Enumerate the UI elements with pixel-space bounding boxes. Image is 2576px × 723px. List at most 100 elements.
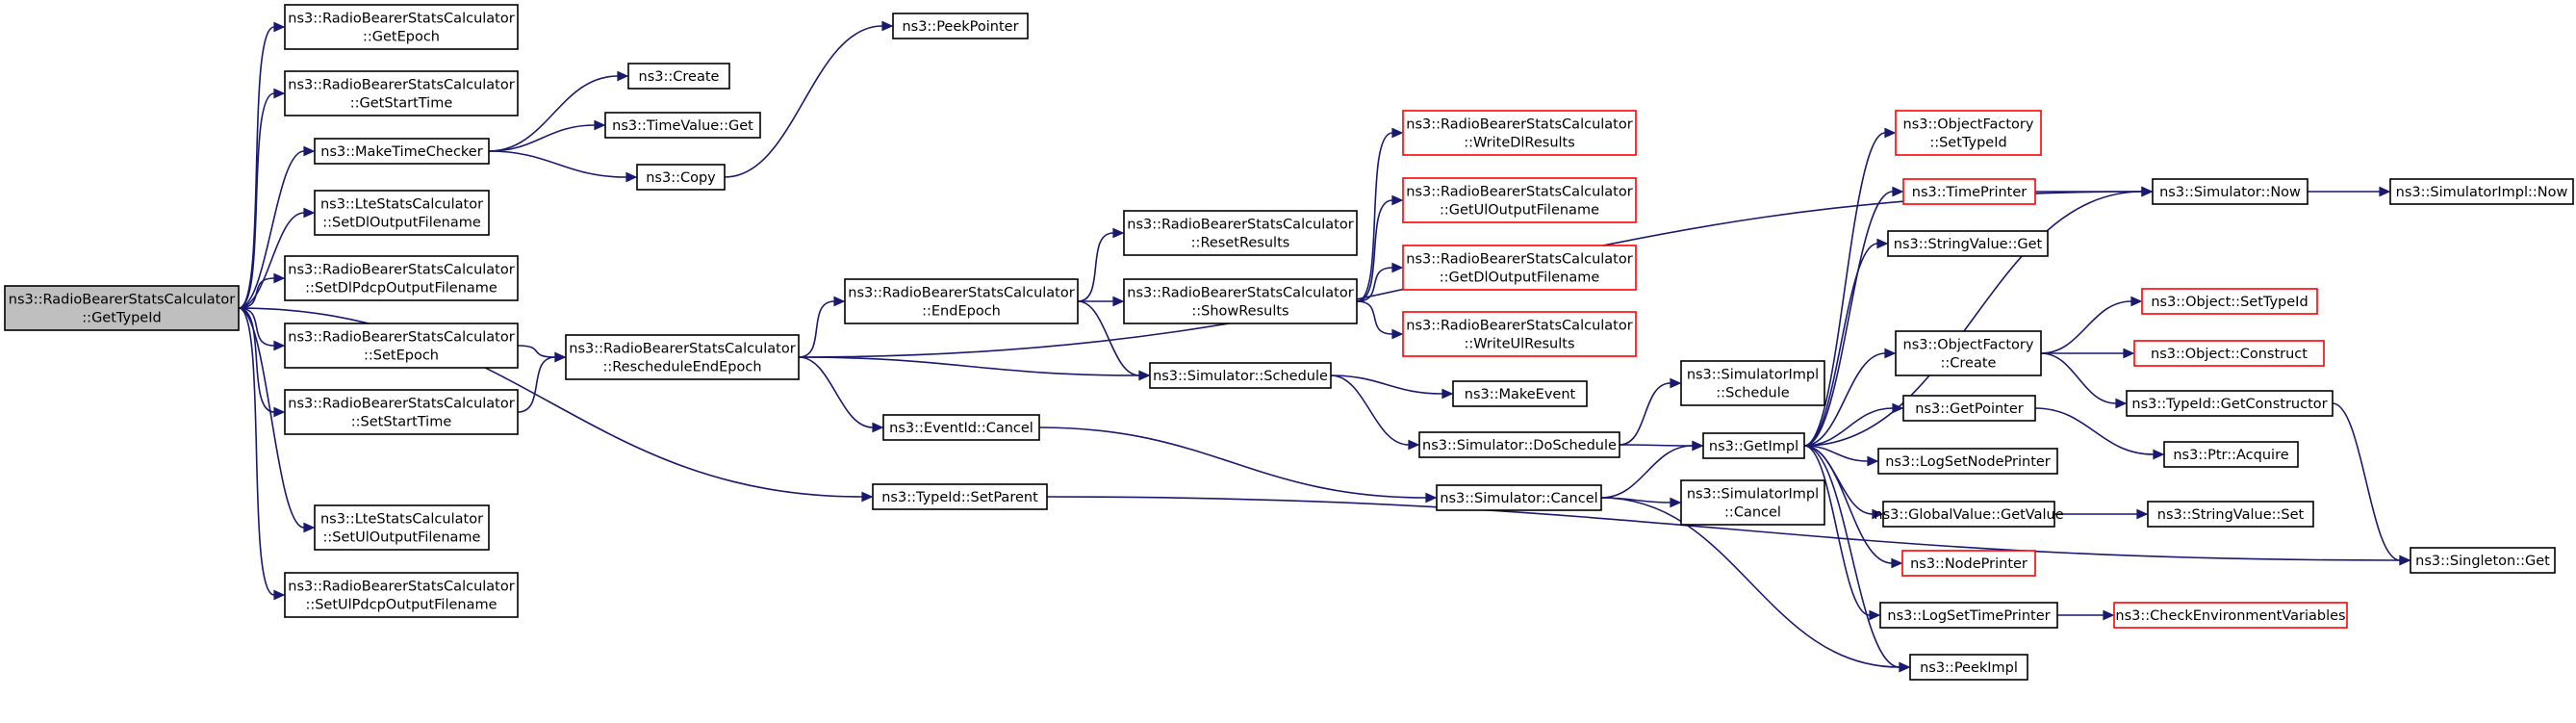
node-showresults[interactable]: ns3::RadioBearerStatsCalculator::ShowRes…: [1123, 278, 1358, 324]
edge-simcancel-to-simimplcancel: [1600, 497, 1682, 508]
node-setdlpdcp[interactable]: ns3::RadioBearerStatsCalculator::SetDlPd…: [284, 255, 519, 301]
node-box: [2389, 178, 2574, 205]
node-simimplcancel[interactable]: ns3::SimulatorImpl::Cancel: [1680, 479, 1825, 526]
node-simschedule[interactable]: ns3::Simulator::Schedule: [1149, 362, 1332, 389]
node-typeidsetparent[interactable]: ns3::TypeId::SetParent: [872, 483, 1048, 510]
arrowhead-icon: [625, 171, 638, 183]
node-box: [284, 255, 519, 301]
edge-line: [1356, 267, 1393, 302]
node-getdlout[interactable]: ns3::RadioBearerStatsCalculator::GetDlOu…: [1402, 245, 1637, 291]
edge-line: [1356, 300, 1393, 335]
node-timeprinter[interactable]: ns3::TimePrinter: [1902, 178, 2036, 205]
node-label: ::ShowResults: [1191, 304, 1288, 320]
node-getstarttime[interactable]: ns3::RadioBearerStatsCalculator::GetStar…: [284, 70, 519, 116]
node-ltesetdl[interactable]: ns3::LteStatsCalculator::SetDlOutputFile…: [314, 190, 490, 236]
node-checkenv[interactable]: ns3::CheckEnvironmentVariables: [2113, 602, 2348, 629]
edge-showresults-to-getdlout: [1356, 262, 1404, 302]
node-label: ns3::PeekPointer: [902, 19, 1018, 35]
node-resetresults[interactable]: ns3::RadioBearerStatsCalculator::ResetRe…: [1123, 210, 1358, 256]
arrowhead-icon: [554, 351, 567, 363]
node-getpointer[interactable]: ns3::GetPointer: [1902, 395, 2036, 422]
edge-gettypeid-to-typeidsetparent: [238, 307, 874, 503]
node-objconstruct[interactable]: ns3::Object::Construct: [2133, 340, 2325, 367]
node-gettypeid[interactable]: ns3::RadioBearerStatsCalculator::GetType…: [4, 285, 240, 331]
node-label: ns3::LteStatsCalculator: [320, 197, 483, 213]
edge-showresults-to-writeul: [1356, 300, 1404, 340]
node-singletonget[interactable]: ns3::Singleton::Get: [2410, 547, 2556, 574]
arrowhead-icon: [2130, 296, 2143, 307]
node-stringvalueset[interactable]: ns3::StringValue::Set: [2147, 501, 2314, 528]
edge-gettypeid-to-maketimechecker: [238, 145, 316, 309]
node-getimpl[interactable]: ns3::GetImpl: [1702, 432, 1805, 459]
node-makeevent[interactable]: ns3::MakeEvent: [1452, 380, 1588, 407]
node-box: [314, 190, 490, 236]
edge-ofcreate-to-getconstructor: [2040, 352, 2128, 409]
node-label: ns3::MakeEvent: [1465, 387, 1576, 402]
node-reschedule[interactable]: ns3::RadioBearerStatsCalculator::Resched…: [565, 334, 800, 380]
node-copy[interactable]: ns3::Copy: [636, 164, 726, 191]
node-simnow[interactable]: ns3::Simulator::Now: [2152, 178, 2308, 205]
node-writeul[interactable]: ns3::RadioBearerStatsCalculator::WriteUl…: [1402, 311, 1637, 357]
node-ltesetul[interactable]: ns3::LteStatsCalculator::SetUlOutputFile…: [314, 504, 490, 551]
node-box: [2126, 390, 2334, 417]
node-nodeprinter[interactable]: ns3::NodePrinter: [1901, 550, 2036, 577]
node-label: ::SetDlOutputFilename: [322, 216, 481, 231]
node-setulpdcp[interactable]: ns3::RadioBearerStatsCalculator::SetUlPd…: [284, 572, 519, 618]
node-setepoch[interactable]: ns3::RadioBearerStatsCalculator::SetEpoc…: [284, 323, 519, 369]
node-label: ::GetStartTime: [350, 96, 453, 112]
node-box: [1702, 432, 1805, 459]
node-peekpointer[interactable]: ns3::PeekPointer: [892, 13, 1029, 39]
arrowhead-icon: [1112, 296, 1125, 307]
arrowhead-icon: [1408, 439, 1420, 451]
edge-line: [238, 307, 863, 498]
node-label: ns3::RadioBearerStatsCalculator: [569, 342, 795, 357]
edge-showresults-to-getulout: [1356, 194, 1404, 302]
node-box: [1887, 230, 2049, 257]
arrowhead-icon: [1670, 377, 1682, 389]
node-writedl[interactable]: ns3::RadioBearerStatsCalculator::WriteDl…: [1402, 110, 1637, 156]
node-simimplnow[interactable]: ns3::SimulatorImpl::Now: [2389, 178, 2574, 205]
edge-gettypeid-to-ltesetdl: [238, 207, 316, 309]
node-maketimechecker[interactable]: ns3::MakeTimeChecker: [314, 138, 490, 165]
node-label: ns3::RadioBearerStatsCalculator: [1127, 218, 1353, 233]
node-simimplschedule[interactable]: ns3::SimulatorImpl::Schedule: [1680, 360, 1825, 406]
node-label: ::GetDlOutputFilename: [1440, 271, 1600, 286]
arrowhead-icon: [2153, 449, 2165, 460]
node-ptracquire[interactable]: ns3::Ptr::Acquire: [2163, 441, 2299, 468]
node-endepoch[interactable]: ns3::RadioBearerStatsCalculator::EndEpoc…: [844, 278, 1079, 324]
node-peekimpl[interactable]: ns3::PeekImpl: [1909, 654, 2028, 681]
node-getconstructor[interactable]: ns3::TypeId::GetConstructor: [2126, 390, 2334, 417]
edge-line: [488, 124, 596, 152]
node-stringvalueget[interactable]: ns3::StringValue::Get: [1887, 230, 2049, 257]
edge-line: [1356, 199, 1393, 302]
node-globalvalue[interactable]: ns3::GlobalValue::GetValue: [1874, 501, 2064, 528]
edge-gettypeid-to-setepoch: [238, 307, 286, 351]
node-getepoch[interactable]: ns3::RadioBearerStatsCalculator::GetEpoc…: [284, 4, 519, 50]
node-simcancel[interactable]: ns3::Simulator::Cancel: [1436, 484, 1602, 511]
node-setstarttime[interactable]: ns3::RadioBearerStatsCalculator::SetStar…: [284, 389, 519, 435]
node-logsetnodeprinter[interactable]: ns3::LogSetNodePrinter: [1877, 448, 2058, 475]
edge-endepoch-to-resetresults: [1077, 227, 1125, 302]
node-label: ns3::Simulator::Now: [2159, 185, 2301, 200]
arrowhead-icon: [273, 88, 286, 99]
edge-getpointer-to-ptracquire: [2034, 407, 2165, 460]
node-ofcreate[interactable]: ns3::ObjectFactory::Create: [1895, 330, 2042, 376]
edge-line: [488, 75, 619, 152]
node-timevalueget[interactable]: ns3::TimeValue::Get: [604, 112, 761, 139]
node-getulout[interactable]: ns3::RadioBearerStatsCalculator::GetUlOu…: [1402, 177, 1637, 223]
node-create[interactable]: ns3::Create: [627, 63, 730, 90]
edge-ofcreate-to-objconstruct: [2041, 348, 2135, 359]
edge-line: [238, 307, 305, 529]
node-label: ns3::Ptr::Acquire: [2173, 448, 2288, 463]
edge-reschedule-to-endepoch: [798, 296, 846, 358]
edge-line: [2040, 352, 2117, 404]
node-ofsettypeid[interactable]: ns3::ObjectFactory::SetTypeId: [1895, 110, 2042, 156]
node-box: [1402, 311, 1637, 357]
node-doschedule[interactable]: ns3::Simulator::DoSchedule: [1418, 431, 1620, 458]
node-eventidcancel[interactable]: ns3::EventId::Cancel: [882, 414, 1040, 441]
edge-gettypeid-to-getstarttime: [238, 88, 286, 309]
edge-logsettimeprinter-to-checkenv: [2056, 609, 2115, 621]
node-logsettimeprinter[interactable]: ns3::LogSetTimePrinter: [1879, 602, 2058, 629]
node-box: [1402, 245, 1637, 291]
node-objsettypeid[interactable]: ns3::Object::SetTypeId: [2141, 288, 2318, 315]
